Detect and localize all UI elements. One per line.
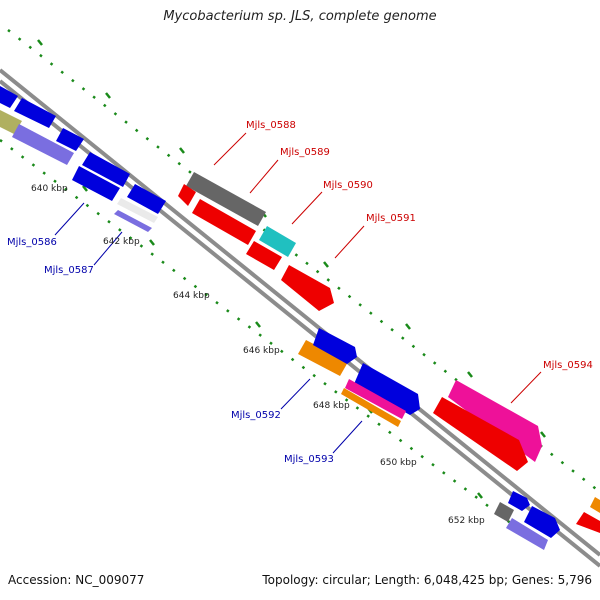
feature-7b[interactable] <box>72 166 120 201</box>
feature-18[interactable] <box>313 328 357 364</box>
feature-10[interactable] <box>117 198 158 223</box>
feature-11[interactable] <box>186 172 266 226</box>
gene-labels: Mjls_0586 Mjls_0587 Mjls_0588 Mjls_0589 … <box>7 120 593 465</box>
feature-arrows <box>0 86 600 550</box>
tick-label: 644 kbp <box>173 291 210 301</box>
map-title: Mycobacterium sp. JLS, complete genome <box>163 9 437 24</box>
feature-17[interactable] <box>298 340 348 376</box>
gene-label-mjls-0593[interactable]: Mjls_0593 <box>284 454 334 465</box>
feature-25[interactable] <box>508 491 530 511</box>
feature-12[interactable] <box>178 184 196 206</box>
gene-label-mjls-0589[interactable]: Mjls_0589 <box>280 147 330 158</box>
feature-21[interactable] <box>354 363 420 415</box>
genome-backbone <box>0 68 600 568</box>
tick-label: 642 kbp <box>103 237 140 247</box>
gene-label-mjls-0590[interactable]: Mjls_0590 <box>323 180 373 191</box>
feature-2[interactable] <box>0 86 18 108</box>
tick-labels: 640 kbp 642 kbp 644 kbp 646 kbp 648 kbp … <box>31 184 485 526</box>
feature-14[interactable] <box>259 226 296 257</box>
feature-7[interactable] <box>82 152 130 187</box>
label-leaders <box>54 132 542 454</box>
gene-label-mjls-0587[interactable]: Mjls_0587 <box>44 265 94 276</box>
feature-3[interactable] <box>12 124 74 165</box>
gene-label-mjls-0591[interactable]: Mjls_0591 <box>366 213 416 224</box>
feature-29[interactable] <box>576 512 600 533</box>
feature-16[interactable] <box>281 265 334 311</box>
feature-5[interactable] <box>14 98 56 128</box>
feature-9[interactable] <box>114 210 152 232</box>
tick-label: 652 kbp <box>448 516 485 526</box>
tick-label: 640 kbp <box>31 184 68 194</box>
accession-label: Accession: NC_009077 <box>8 573 145 587</box>
gene-label-mjls-0586[interactable]: Mjls_0586 <box>7 237 57 248</box>
feature-26[interactable] <box>524 506 560 538</box>
feature-8[interactable] <box>127 184 166 214</box>
feature-28[interactable] <box>590 497 600 513</box>
feature-1[interactable] <box>0 110 22 134</box>
feature-13[interactable] <box>192 199 256 245</box>
tick-label: 646 kbp <box>243 346 280 356</box>
feature-27[interactable] <box>506 518 548 550</box>
feature-20[interactable] <box>345 379 406 419</box>
feature-15[interactable] <box>246 241 282 270</box>
feature-6[interactable] <box>56 128 84 151</box>
feature-24[interactable] <box>494 502 514 522</box>
gene-label-mjls-0594[interactable]: Mjls_0594 <box>543 360 593 371</box>
gene-label-mjls-0592[interactable]: Mjls_0592 <box>231 410 281 421</box>
gene-label-mjls-0588[interactable]: Mjls_0588 <box>246 120 296 131</box>
tick-label: 648 kbp <box>313 401 350 411</box>
genome-summary: Topology: circular; Length: 6,048,425 bp… <box>262 573 592 587</box>
feature-19[interactable] <box>341 388 401 427</box>
inner-tick-track <box>0 139 521 531</box>
feature-23[interactable] <box>433 397 528 471</box>
tick-label: 650 kbp <box>380 458 417 468</box>
